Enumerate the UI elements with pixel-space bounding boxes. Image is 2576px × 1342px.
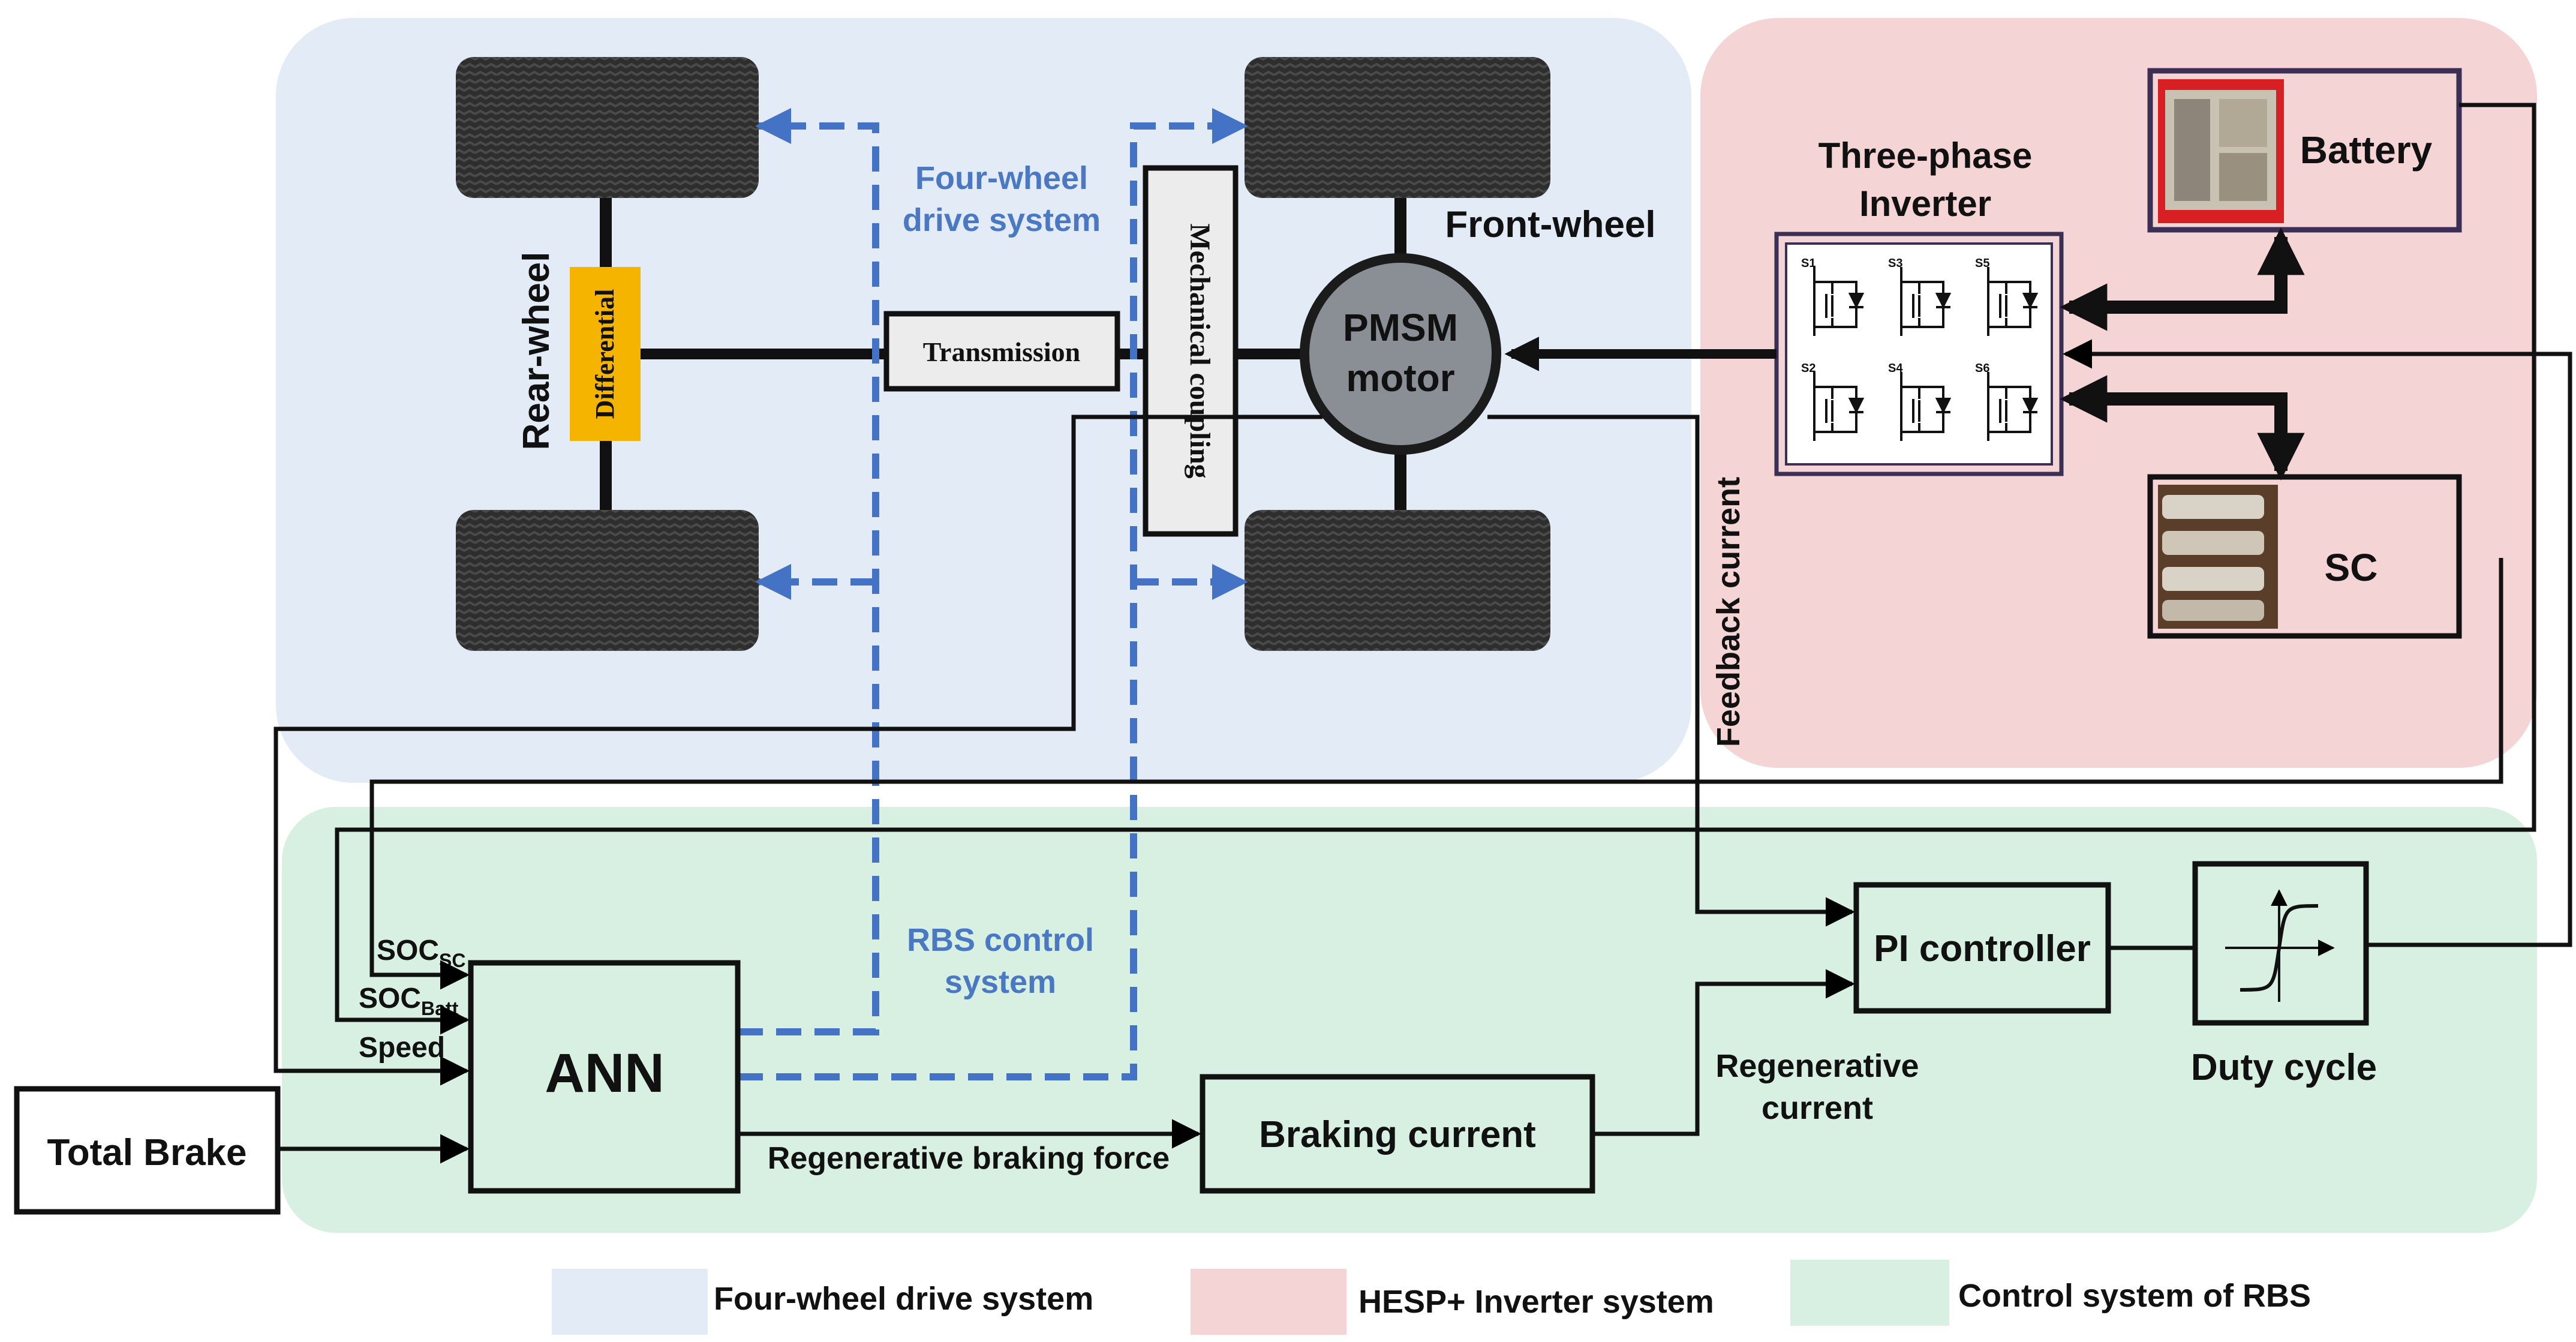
switch-label: S3 bbox=[1888, 257, 1902, 270]
pi-controller-label: PI controller bbox=[1874, 928, 2091, 969]
rear-wheel-label: Rear-wheel bbox=[516, 252, 557, 451]
inverter-battery-link bbox=[2060, 227, 2305, 331]
front-right-tire-icon bbox=[1245, 510, 1550, 651]
front-left-tire-icon bbox=[1245, 57, 1550, 198]
signal-wires bbox=[273, 103, 2572, 1164]
switch-label: S5 bbox=[1975, 257, 1989, 270]
soc-batt-label: SOCBatt bbox=[359, 983, 459, 1019]
battery-pack-image bbox=[2158, 79, 2284, 223]
igbt-switch-icon: S2 bbox=[1801, 362, 1865, 441]
differential-box bbox=[570, 267, 641, 441]
transmission-box bbox=[883, 311, 1120, 392]
legend: Four-wheel drive system HESP+ Inverter s… bbox=[552, 1260, 2311, 1335]
regen-current-label-line1: Regenerative bbox=[1715, 1048, 1919, 1084]
legend-swatch-hesp bbox=[1191, 1269, 1346, 1335]
pmsm-motor-icon bbox=[1300, 253, 1501, 455]
legend-label-four-wheel: Four-wheel drive system bbox=[714, 1281, 1093, 1317]
inverter-sc-link bbox=[2060, 375, 2305, 481]
four-wheel-label-line1: Four-wheel bbox=[915, 160, 1088, 196]
igbt-switch-icon: S3 bbox=[1888, 257, 1952, 336]
sc-label: SC bbox=[2325, 546, 2378, 589]
regen-current-label-line2: current bbox=[1762, 1090, 1873, 1126]
inverter-label-line2: Inverter bbox=[1859, 184, 1991, 224]
legend-label-rbs: Control system of RBS bbox=[1958, 1278, 2311, 1314]
total-brake-block bbox=[14, 1086, 281, 1215]
sigmoid-curve-icon bbox=[2225, 889, 2335, 1002]
mechanical-coupling-box bbox=[1143, 165, 1239, 537]
switch-label: S4 bbox=[1888, 362, 1903, 375]
switch-label: S2 bbox=[1801, 362, 1815, 375]
regen-force-label: Regenerative braking force bbox=[768, 1141, 1170, 1176]
feedback-current-label: Feedback current bbox=[1711, 477, 1747, 747]
rbs-control-label-line1: RBS control bbox=[907, 922, 1094, 958]
rbs-dashed-links bbox=[738, 108, 1248, 1080]
legend-swatch-four-wheel bbox=[552, 1269, 708, 1335]
transmission-label: Transmission bbox=[923, 337, 1080, 367]
differential-label: Differential bbox=[590, 289, 620, 419]
igbt-switch-icon: S1 bbox=[1801, 257, 1865, 336]
legend-label-hesp: HESP+ Inverter system bbox=[1358, 1284, 1714, 1320]
speed-label: Speed bbox=[359, 1032, 445, 1064]
igbt-switch-icon: S6 bbox=[1975, 362, 2039, 441]
four-wheel-label-line2: drive system bbox=[903, 202, 1101, 238]
rear-left-tire-icon bbox=[456, 57, 759, 198]
duty-cycle-label: Duty cycle bbox=[2191, 1047, 2377, 1088]
motor-label-line1: PMSM bbox=[1343, 306, 1458, 349]
ann-block bbox=[468, 960, 741, 1194]
mechanical-coupling-label: Mechanical coupling bbox=[1184, 223, 1216, 478]
switch-label: S1 bbox=[1801, 257, 1815, 270]
braking-current-block bbox=[1200, 1074, 1595, 1194]
front-wheel-label: Front-wheel bbox=[1445, 204, 1655, 245]
ann-label: ANN bbox=[545, 1043, 664, 1104]
rbs-control-label-line2: system bbox=[945, 964, 1056, 1000]
igbt-switch-icon: S4 bbox=[1888, 362, 1952, 441]
inverter-label-line1: Three-phase bbox=[1818, 136, 2033, 176]
rear-right-tire-icon bbox=[456, 510, 759, 651]
total-brake-label: Total Brake bbox=[47, 1132, 247, 1173]
braking-current-label: Braking current bbox=[1259, 1114, 1536, 1155]
legend-swatch-rbs bbox=[1790, 1260, 1949, 1326]
motor-label-line2: motor bbox=[1346, 356, 1454, 400]
supercapacitor-image bbox=[2158, 485, 2278, 629]
switch-label: S6 bbox=[1975, 362, 1989, 375]
igbt-switch-icon: S5 bbox=[1975, 257, 2039, 336]
battery-label: Battery bbox=[2300, 128, 2433, 172]
